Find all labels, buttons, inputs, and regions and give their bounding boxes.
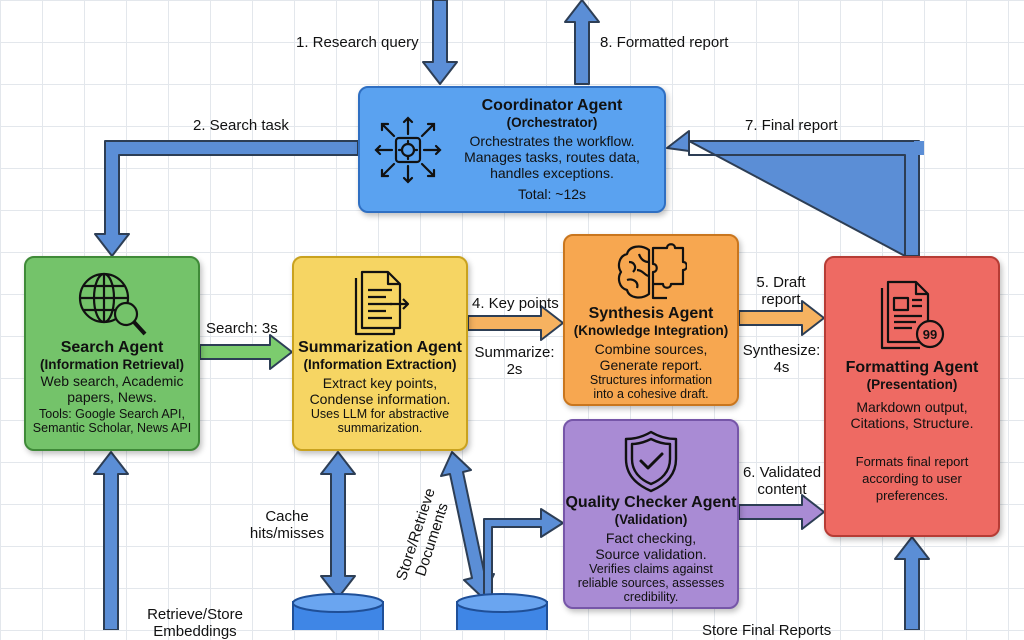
formatting-title: Formatting Agent [845,359,979,376]
summarization-desc-1: Extract key points, [322,375,438,391]
quality-note-1: Verifies claims against [589,562,713,576]
formatting-agent-box[interactable]: 99 Formatting Agent (Presentation) Markd… [824,256,1000,537]
arrow-docs-to-quality [483,508,564,601]
arrow-store-final-reports [894,536,930,630]
label-research-query: 1. Research query [296,34,419,51]
quality-note-3: credibility. [623,590,679,604]
arrow-research-query [422,0,458,85]
label-summarize-time: Summarize:2s [474,344,555,378]
synthesis-note-1: Structures information [589,373,713,387]
coordinator-agent-box[interactable]: Coordinator Agent (Orchestrator) Orchest… [358,86,666,213]
synthesis-desc-2: Generate report. [599,357,703,373]
search-agent-box[interactable]: Search Agent (Information Retrieval) Web… [24,256,200,451]
search-tools-2: Semantic Scholar, News API [32,421,192,435]
coordinator-total: Total: ~12s [517,186,587,202]
coordinator-desc-1: Orchestrates the workflow. [469,133,635,149]
coordinator-title: Coordinator Agent [481,97,623,114]
svg-text:99: 99 [923,327,937,342]
arrow-draft-report [738,300,825,336]
label-formatted-report: 8. Formatted report [600,34,729,51]
search-subtitle: (Information Retrieval) [39,357,185,372]
label-search-time: Search: 3s [206,320,278,337]
search-title: Search Agent [60,339,164,356]
globe-magnifier-icon [78,272,147,336]
formatting-subtitle: (Presentation) [866,377,958,392]
arrow-validated-content [738,494,825,530]
formatting-note-1: Formats final report [855,454,969,469]
coordinator-desc-3: handles exceptions. [490,165,614,181]
quality-title: Quality Checker Agent [565,494,737,511]
formatting-desc-2: Citations, Structure. [850,415,974,431]
synthesis-desc-1: Combine sources, [594,341,708,357]
formatting-desc-1: Markdown output, [856,399,968,415]
coordinator-desc-2: Manages tasks, routes data, [464,149,640,165]
synthesis-subtitle: (Knowledge Integration) [573,323,729,338]
summarization-note-1: Uses LLM for abstractive [310,407,450,421]
document-arrow-icon [354,270,410,336]
summarization-subtitle: (Information Extraction) [303,357,457,372]
quality-subtitle: (Validation) [614,512,688,527]
label-synthesize-time: Synthesize:4s [742,342,821,376]
shield-check-icon [624,430,678,493]
formatting-note-2: according to user [862,471,962,486]
summarization-agent-box[interactable]: Summarization Agent (Information Extract… [292,256,468,451]
search-tools-1: Tools: Google Search API, [39,407,185,421]
arrow-formatted-report [564,0,600,85]
quality-desc-1: Fact checking, [605,530,697,546]
summarization-note-2: summarization. [337,421,423,435]
summarization-desc-2: Condense information. [309,391,451,407]
gear-network-icon [374,116,442,184]
arrow-search-task [94,140,359,257]
quality-checker-agent-box[interactable]: Quality Checker Agent (Validation) Fact … [563,419,739,609]
label-store-final-reports: Store Final Reports [702,622,832,639]
synthesis-title: Synthesis Agent [588,305,714,322]
search-desc-2: papers, News. [67,389,157,405]
synthesis-agent-box[interactable]: Synthesis Agent (Knowledge Integration) … [563,234,739,406]
arrow-retrieve-store-embeddings [93,451,129,630]
label-search-task: 2. Search task [193,117,289,134]
quality-desc-2: Source validation. [595,546,707,562]
arrow-cache [320,451,356,599]
label-key-points: 4. Key points [472,295,559,312]
document-quote-icon: 99 [880,280,945,350]
summarization-title: Summarization Agent [298,339,462,356]
coordinator-subtitle: (Orchestrator) [506,115,598,130]
brain-puzzle-icon [617,243,687,300]
database-documents-icon [456,593,548,630]
synthesis-note-2: into a cohesive draft. [593,387,709,401]
arrow-key-points [467,305,564,341]
formatting-note-3: preferences. [875,488,949,503]
label-final-report: 7. Final report [745,117,838,134]
database-cache-icon [292,593,384,630]
quality-note-2: reliable sources, assesses [577,576,725,590]
search-desc-1: Web search, Academic [40,373,184,389]
arrow-search-to-summarization [199,334,293,370]
